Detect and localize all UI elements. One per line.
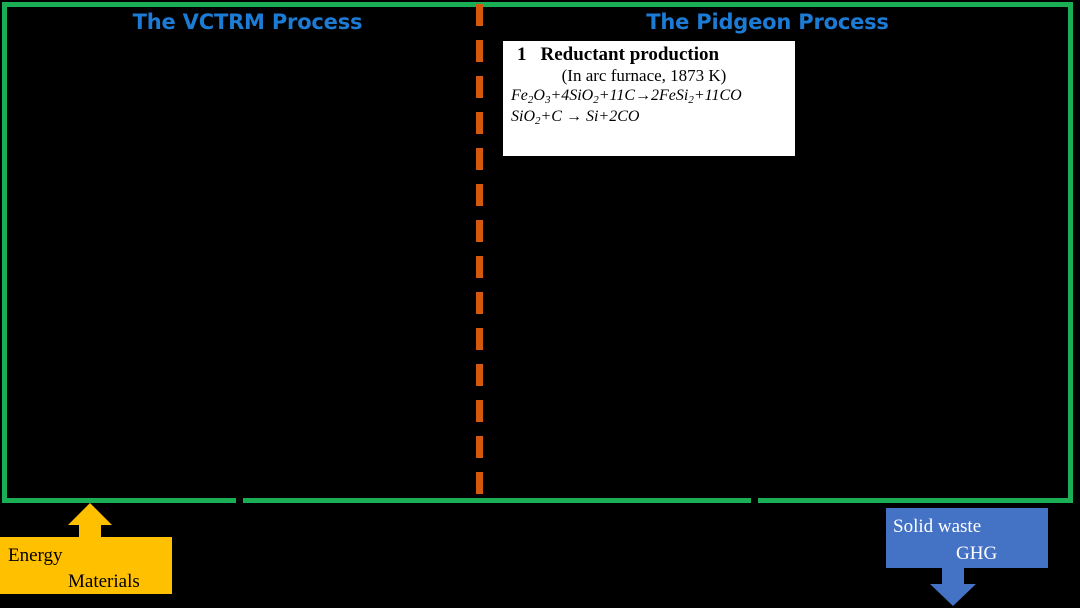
panel-title-pidgeon: The Pidgeon Process [646, 10, 889, 34]
process-boundary-frame [2, 2, 1073, 503]
output-label-ghg: GHG [956, 543, 998, 564]
output-arrow-down-icon [930, 566, 976, 606]
frame-notch-right [751, 497, 758, 506]
step-number: 1 [517, 44, 527, 65]
output-box-solid-waste-ghg: Solid waste GHG [886, 508, 1048, 568]
step-equation-2: SiO2+C → Si+2CO [511, 108, 640, 128]
step-card-reductant-production: 1 Reductant production (In arc furnace, … [503, 41, 795, 156]
step-header: 1 Reductant production [509, 45, 789, 65]
input-label-materials: Materials [68, 571, 140, 592]
step-title: Reductant production [540, 44, 720, 65]
step-subtitle: (In arc furnace, 1873 K) [561, 65, 727, 85]
input-arrow-up-icon [68, 503, 112, 545]
process-divider-dashed-line [476, 4, 483, 504]
frame-notch-left [236, 497, 243, 506]
input-box-energy-materials: Energy Materials [0, 537, 172, 594]
input-label-energy: Energy [8, 545, 63, 566]
panel-title-vctrm: The VCTRM Process [132, 10, 363, 34]
step-equation-1: Fe2O3+4SiO2+11C→2FeSi2+11CO [511, 87, 742, 107]
output-label-solid-waste: Solid waste [893, 516, 982, 537]
input-group [0, 503, 180, 608]
